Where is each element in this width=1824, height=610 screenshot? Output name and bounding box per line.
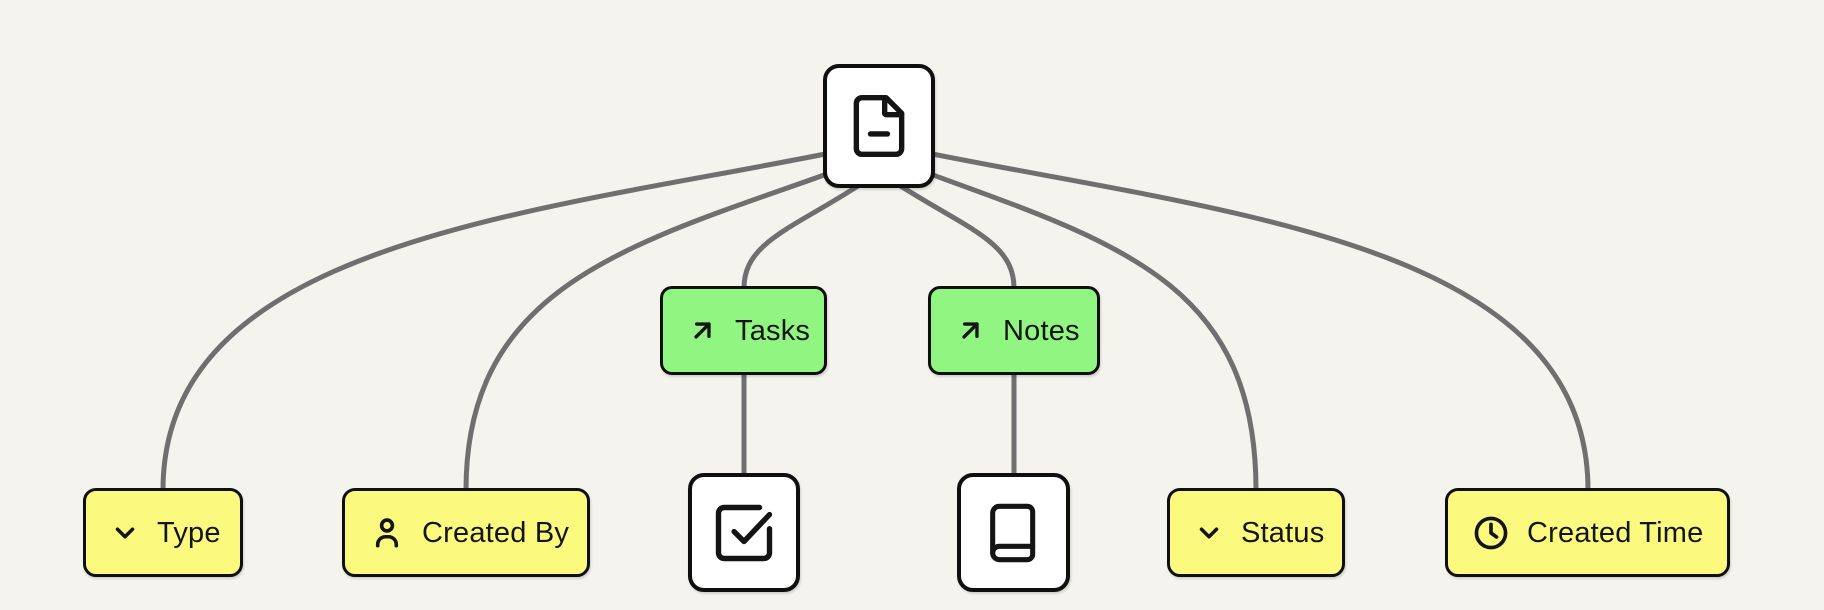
created-time-label: Created Time <box>1527 517 1704 549</box>
notes-node[interactable]: Notes <box>928 286 1100 375</box>
edge-root-created-by <box>463 152 882 493</box>
user-icon <box>369 515 405 551</box>
created-by-label: Created By <box>422 517 570 549</box>
edge-root-tasks <box>741 169 882 291</box>
root-document-node[interactable] <box>823 64 935 188</box>
edge-root-notes <box>876 169 1017 291</box>
edge-root-type <box>160 140 882 493</box>
checkbox-node[interactable] <box>688 473 800 592</box>
tasks-label: Tasks <box>735 315 811 347</box>
clock-icon <box>1472 514 1510 552</box>
created-by-node[interactable]: Created By <box>342 488 590 577</box>
tasks-node[interactable]: Tasks <box>660 286 827 375</box>
created-time-node[interactable]: Created Time <box>1445 488 1730 577</box>
book-icon <box>982 501 1046 565</box>
chevron-down-icon <box>110 518 140 548</box>
type-label: Type <box>157 517 221 549</box>
edge-root-created-time <box>876 140 1591 493</box>
status-node[interactable]: Status <box>1167 488 1345 577</box>
arrow-up-right-icon <box>687 315 718 346</box>
arrow-up-right-icon <box>955 315 986 346</box>
book-node[interactable] <box>957 473 1070 592</box>
status-label: Status <box>1241 517 1325 549</box>
file-minus-icon <box>845 92 913 160</box>
notes-label: Notes <box>1003 315 1080 347</box>
type-node[interactable]: Type <box>83 488 243 577</box>
check-square-icon <box>710 499 778 567</box>
chevron-down-icon <box>1194 518 1224 548</box>
edge-root-status <box>876 152 1259 493</box>
